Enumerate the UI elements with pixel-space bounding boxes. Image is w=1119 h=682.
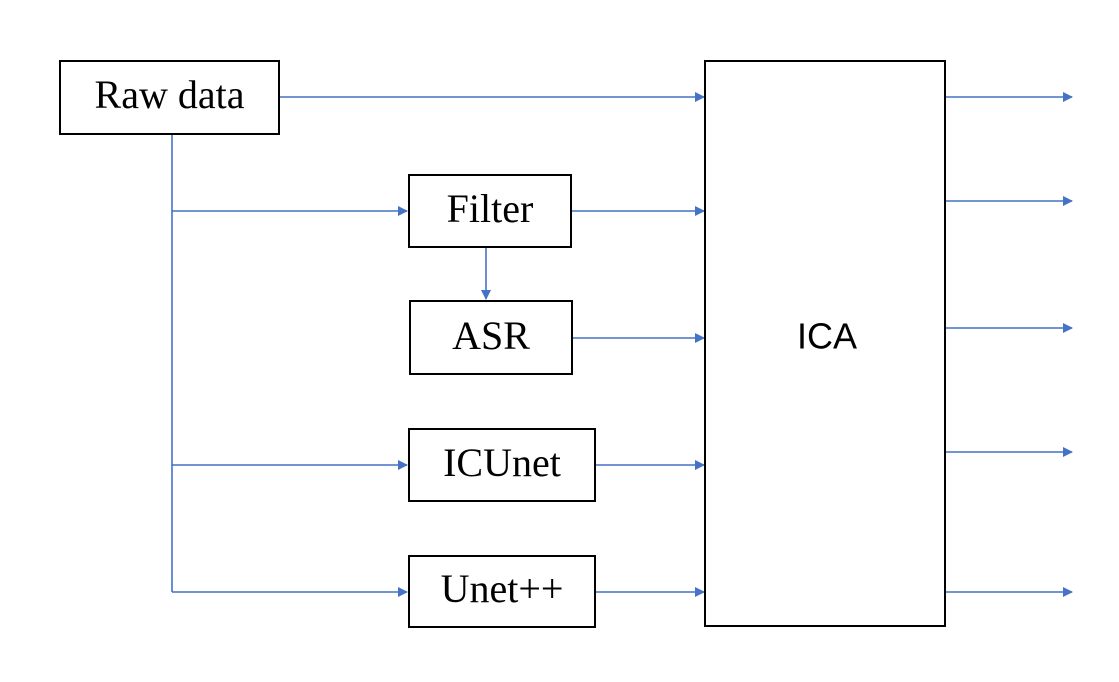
node-filter-label: Filter xyxy=(447,186,534,231)
node-icunet: ICUnet xyxy=(408,428,596,502)
node-icunet-label: ICUnet xyxy=(443,440,561,485)
node-ica-label: ICA xyxy=(797,316,857,357)
node-unetpp-label: Unet++ xyxy=(441,566,564,611)
node-raw-data-label: Raw data xyxy=(95,72,245,117)
node-filter: Filter xyxy=(408,174,572,248)
node-ica: ICA xyxy=(704,60,946,627)
node-asr: ASR xyxy=(409,300,573,375)
node-asr-label: ASR xyxy=(452,313,530,358)
node-raw-data: Raw data xyxy=(59,60,280,135)
node-unetpp: Unet++ xyxy=(408,555,596,628)
connectors xyxy=(171,92,1073,597)
